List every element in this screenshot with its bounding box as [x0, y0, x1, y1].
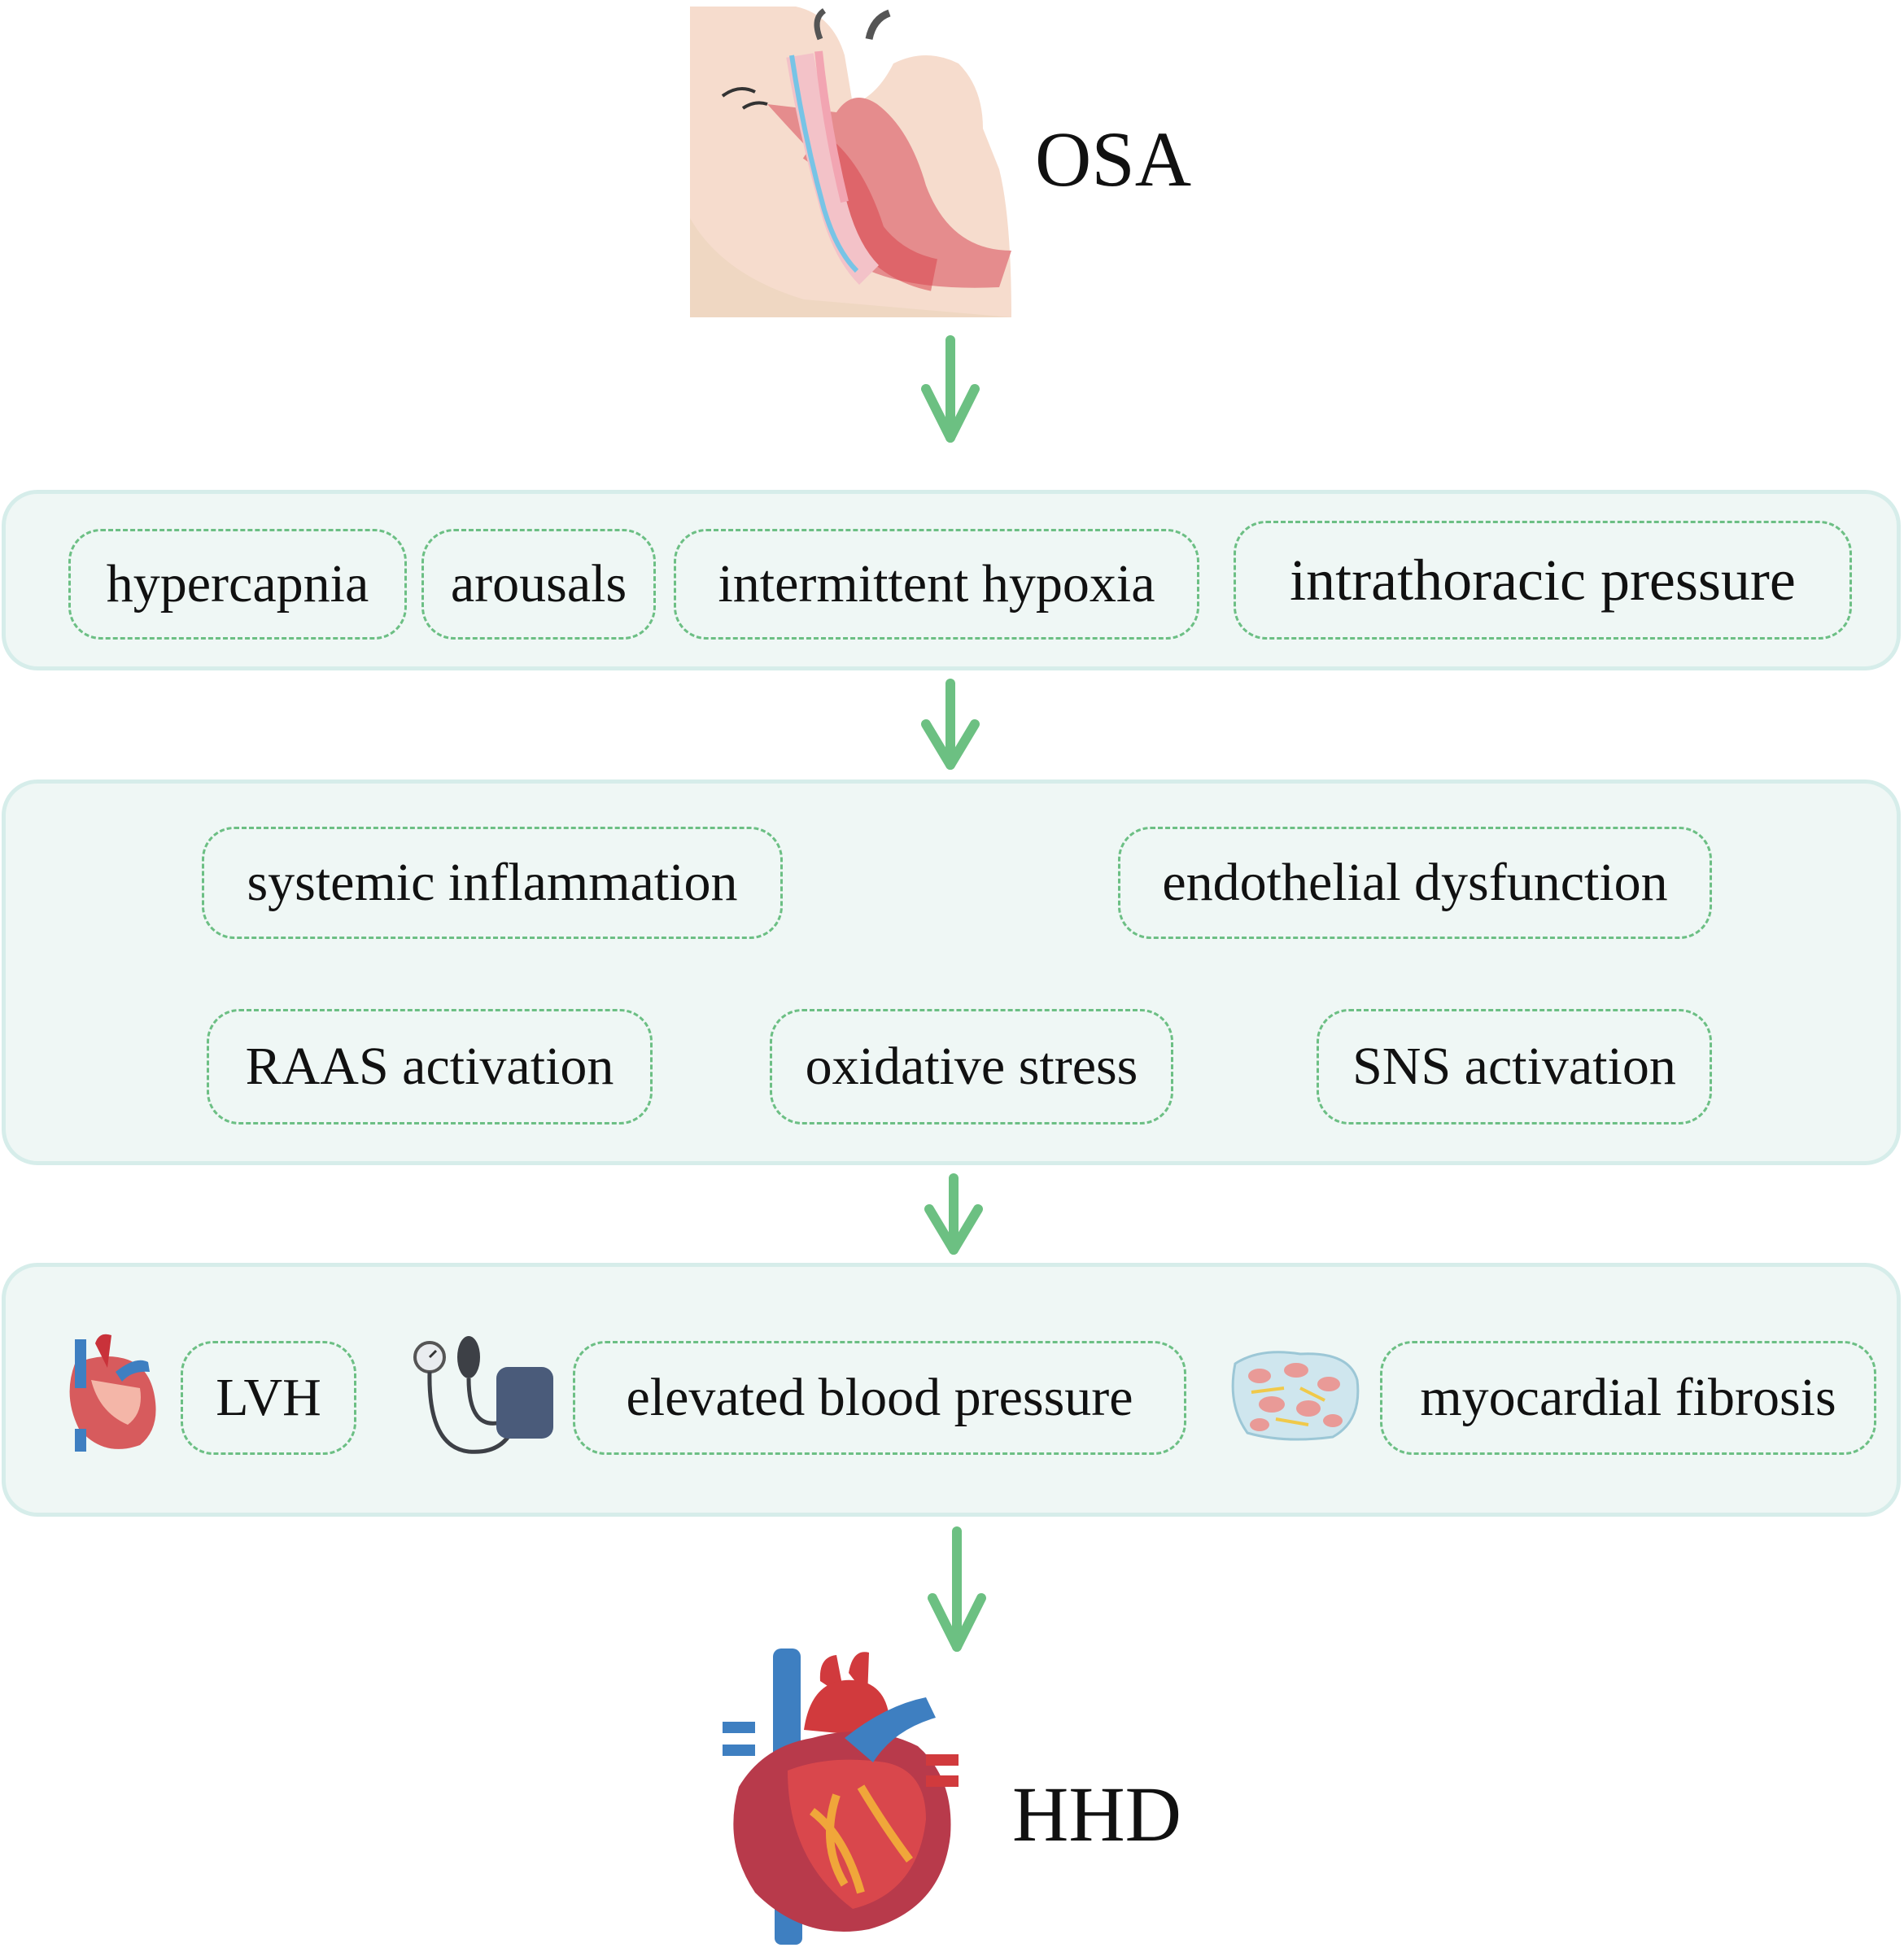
- trigger-hypercapnia: hypercapnia: [68, 529, 407, 640]
- outcome-lvh: LVH: [181, 1341, 356, 1455]
- hhd-label: HHD: [1012, 1771, 1181, 1858]
- outcome-lvh-icon-wrap: [59, 1331, 163, 1458]
- fibrotic-tissue-icon: [1231, 1351, 1360, 1441]
- trigger-intermittent-hypoxia: intermittent hypoxia: [674, 529, 1199, 640]
- triggers-panel: [2, 490, 1901, 670]
- outcome-myocardial-fibrosis: myocardial fibrosis: [1380, 1341, 1876, 1455]
- outcome-fibrosis-icon-wrap: [1227, 1347, 1362, 1443]
- mechanism-endothelial-dysfunction: endothelial dysfunction: [1118, 827, 1712, 939]
- osa-illustration: [690, 7, 1011, 317]
- heart-icon: [723, 1649, 959, 1945]
- trigger-arousals: arousals: [421, 529, 656, 640]
- outcomes-panel: [2, 1263, 1901, 1517]
- sphygmomanometer-icon: [413, 1336, 553, 1454]
- mechanism-oxidative-stress: oxidative stress: [770, 1009, 1173, 1124]
- hhd-heart-wrap: [723, 1649, 972, 1948]
- osa-label: OSA: [1035, 116, 1192, 203]
- outcome-elevated-blood-pressure: elevated blood pressure: [573, 1341, 1186, 1455]
- mechanism-raas-activation: RAAS activation: [207, 1009, 653, 1124]
- mechanism-sns-activation: SNS activation: [1317, 1009, 1712, 1124]
- sleep-apnea-airway-icon: [690, 7, 1011, 317]
- mechanisms-panel: [2, 779, 1901, 1165]
- heart-anatomy-icon: [69, 1334, 156, 1452]
- trigger-intrathoracic-pressure: intrathoracic pressure: [1234, 521, 1852, 640]
- outcome-bp-icon-wrap: [412, 1333, 557, 1456]
- mechanism-systemic-inflammation: systemic inflammation: [202, 827, 783, 939]
